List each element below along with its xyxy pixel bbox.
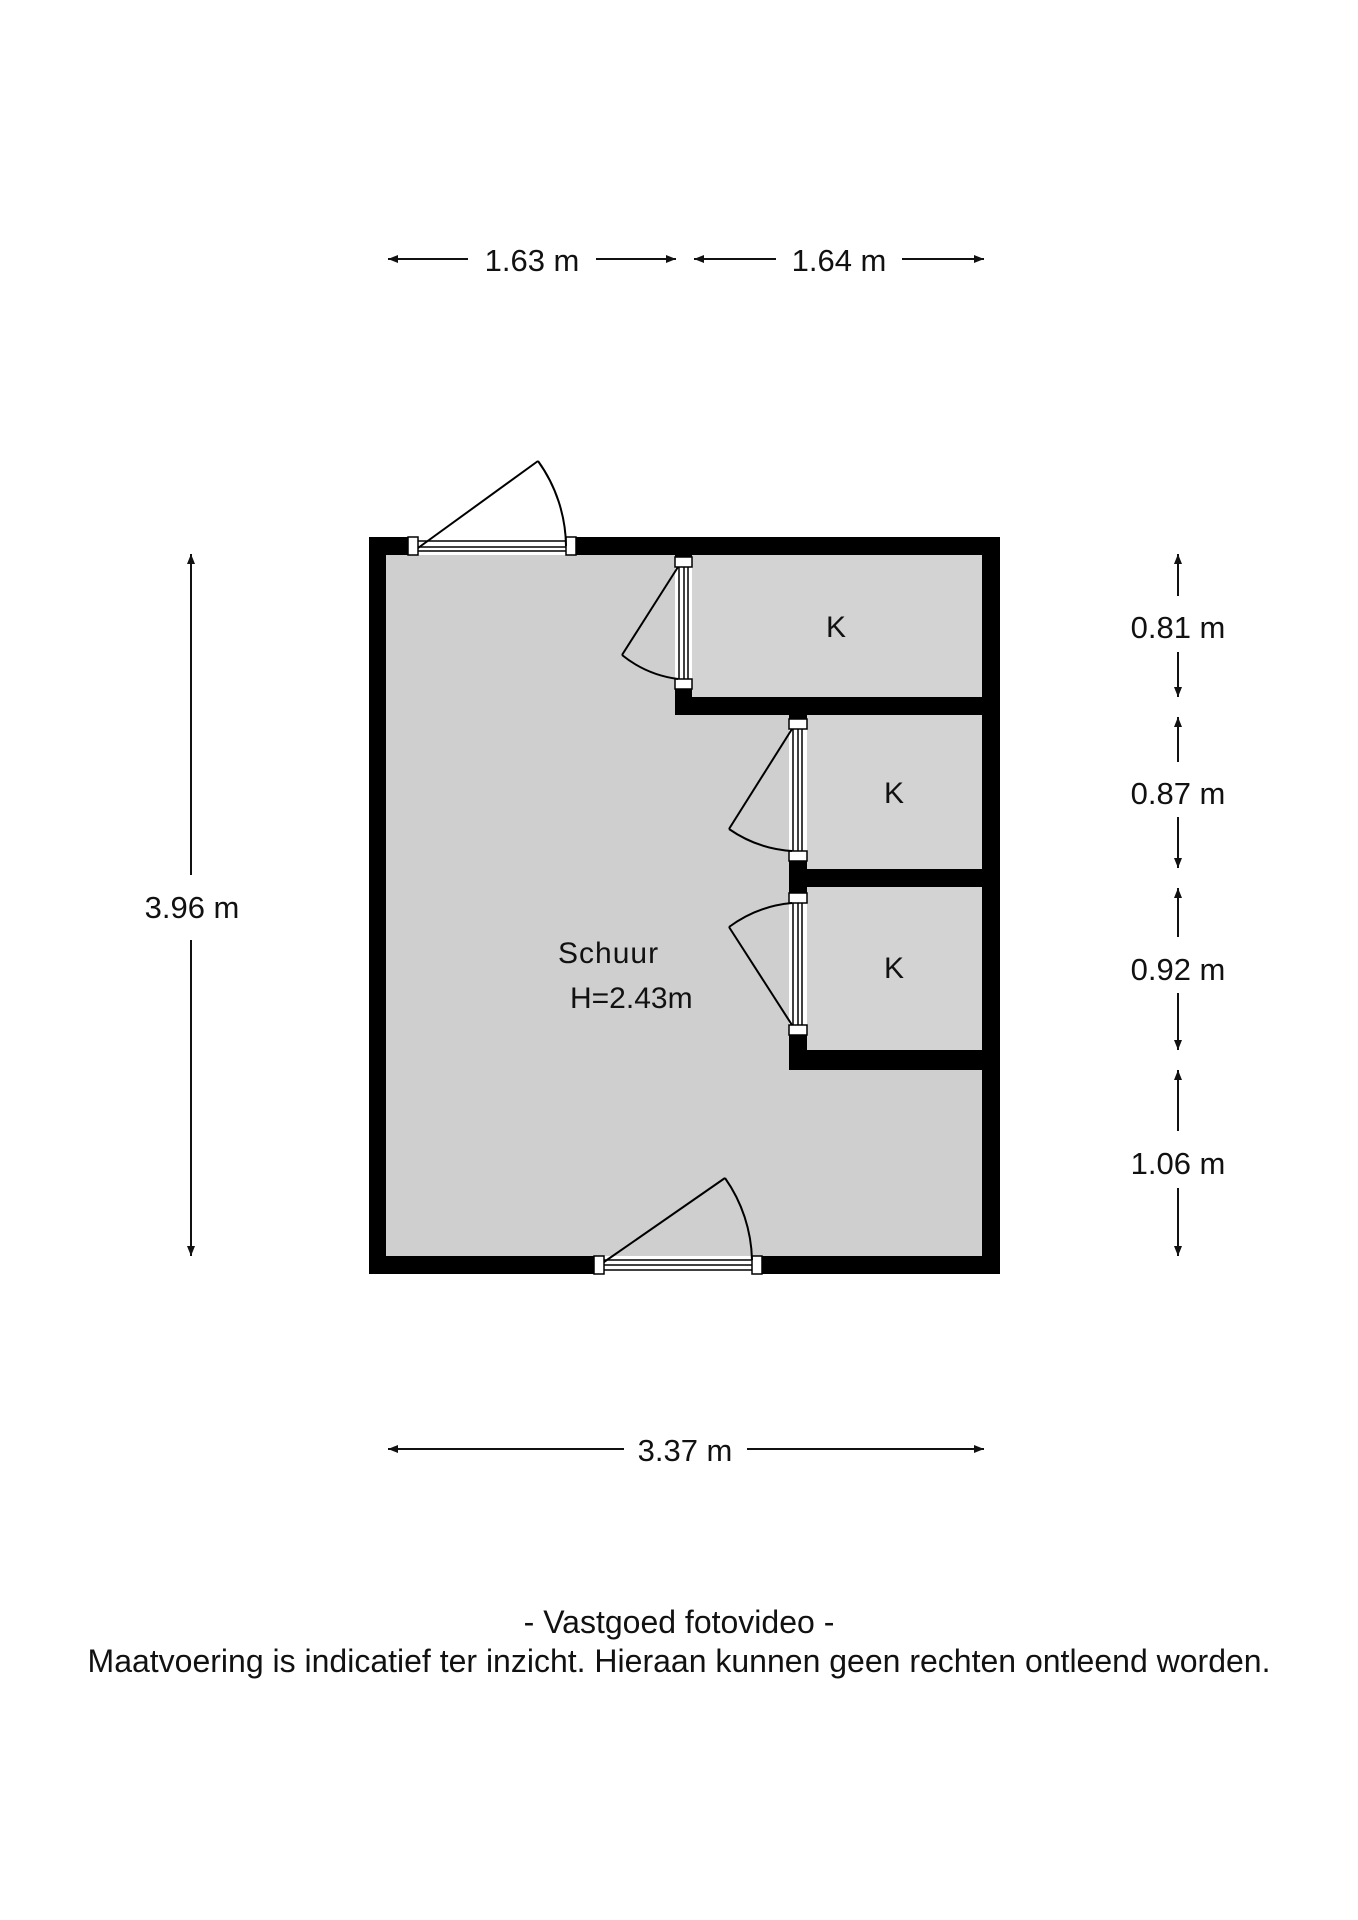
closet-door-3: [728, 892, 808, 1036]
dimension-label-right-2: 0.87 m: [1131, 776, 1226, 811]
footer-disclaimer: Maatvoering is indicatief ter inzicht. H…: [87, 1643, 1271, 1679]
closet-floors: [692, 555, 982, 1050]
entrance-door-top: [407, 460, 577, 556]
closet-label-2: K: [884, 777, 904, 810]
dimension-label-left: 3.96 m: [145, 890, 240, 925]
dimension-right-4: 1.06 m: [1131, 1070, 1226, 1256]
dimension-right-1: 0.81 m: [1131, 554, 1226, 697]
dimension-right-3: 0.92 m: [1131, 888, 1226, 1050]
dimension-bottom: 3.37 m: [388, 1433, 984, 1468]
closet-door-2: [728, 718, 808, 862]
room-name: Schuur: [558, 937, 659, 970]
closet-label-3: K: [884, 952, 904, 985]
closet-label-1: K: [826, 611, 846, 644]
dimension-label-top-right: 1.64 m: [792, 243, 887, 278]
dimension-label-right-1: 0.81 m: [1131, 610, 1226, 645]
footer-credit: - Vastgoed fotovideo -: [523, 1604, 835, 1640]
dimension-label-right-4: 1.06 m: [1131, 1146, 1226, 1181]
dimension-label-top-left: 1.63 m: [485, 243, 580, 278]
dimension-label-right-3: 0.92 m: [1131, 952, 1226, 987]
dimension-top-right: 1.64 m: [694, 243, 984, 278]
dimension-right-2: 0.87 m: [1131, 717, 1226, 868]
room-height: H=2.43m: [570, 982, 693, 1015]
entrance-door-bottom: [593, 1177, 763, 1275]
dimension-left: 3.96 m: [145, 554, 240, 1256]
dimension-top-left: 1.63 m: [388, 243, 676, 278]
closet-door-1: [621, 556, 693, 690]
dimension-label-bottom: 3.37 m: [638, 1433, 733, 1468]
